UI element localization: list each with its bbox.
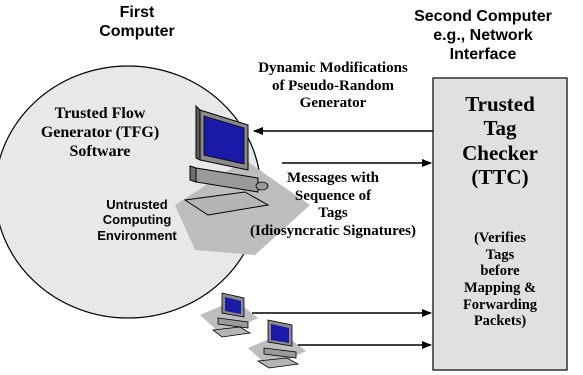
first-computer-title: First Computer — [99, 4, 175, 40]
second-computer-title: Second Computer e.g., Network Interface — [414, 8, 552, 63]
small-computer-icon — [248, 319, 306, 369]
ttc-box — [432, 77, 568, 371]
computer-icon — [183, 104, 270, 216]
small-computer-icon — [200, 292, 258, 338]
verifies-label: (Verifies Tags before Mapping & Forwardi… — [462, 230, 538, 330]
messages-arrow-label: Messages with Sequence of Tags (Idiosync… — [250, 170, 416, 240]
untrusted-environment-label: Untrusted Computing Environment — [97, 197, 177, 243]
feedback-arrow-label: Dynamic Modifications of Pseudo-Random G… — [258, 60, 408, 112]
tfg-label: Trusted Flow Generator (TFG) Software — [40, 105, 160, 160]
ttc-label: Trusted Tag Checker (TTC) — [462, 92, 538, 190]
